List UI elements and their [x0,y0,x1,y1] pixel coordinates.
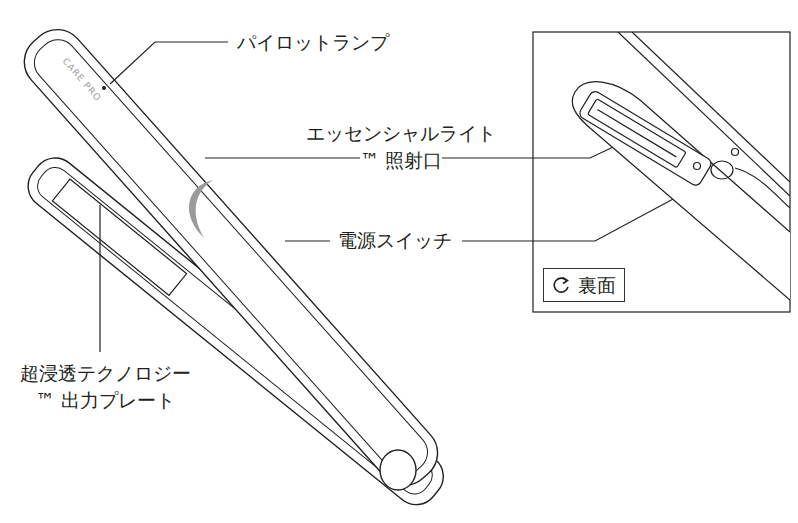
part-label: パイロットランプ [237,29,389,56]
part-label: 電源スイッチ [338,227,452,254]
rotate-icon [550,274,572,296]
part-label: 超浸透テクノロジー™ 出力プレート [20,360,191,414]
view-label: 裏面 [578,273,616,297]
part-label: エッセンシャルライト™ 照射口 [306,120,496,174]
view-tag: 裏面 [543,268,625,302]
